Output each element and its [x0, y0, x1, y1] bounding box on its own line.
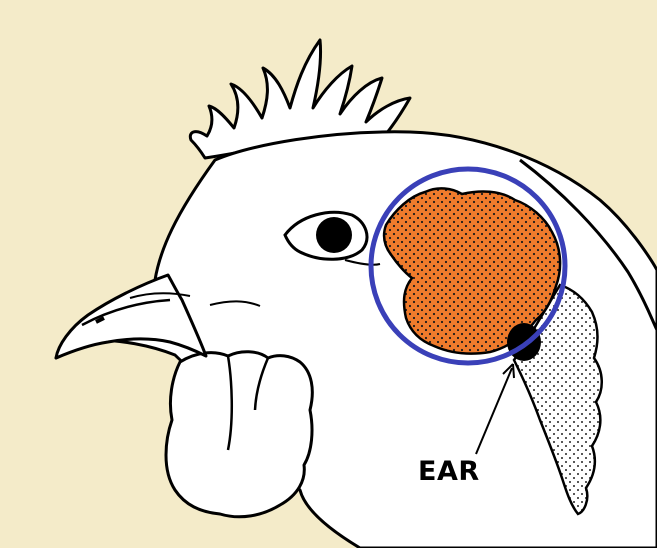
ear-label: EAR: [418, 458, 480, 485]
ear-opening: [507, 323, 541, 361]
wattle: [166, 352, 312, 517]
eye-pupil: [316, 217, 352, 253]
